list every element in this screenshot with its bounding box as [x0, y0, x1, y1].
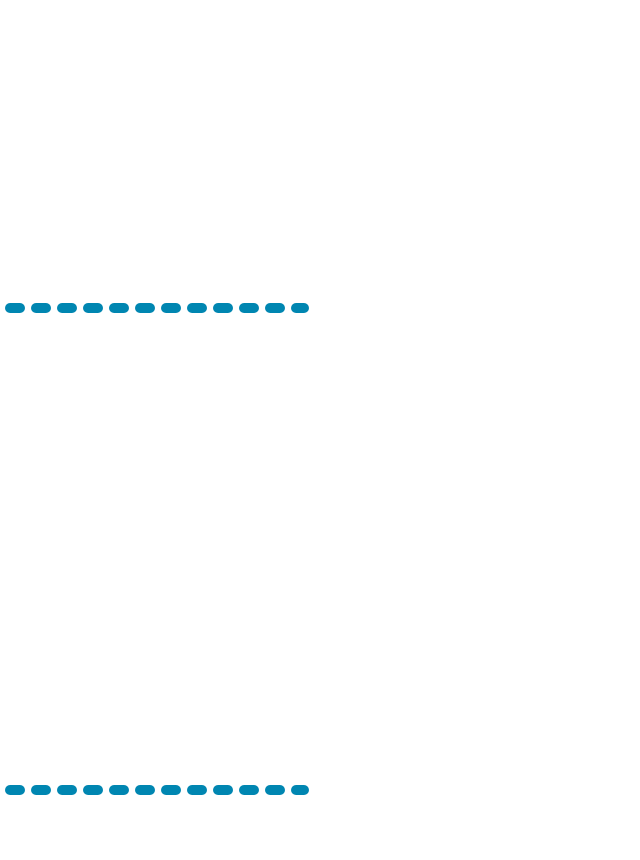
divider-dash — [135, 785, 155, 795]
divider-dash — [265, 785, 285, 795]
divider-dash — [83, 785, 103, 795]
divider-dash — [5, 303, 25, 313]
divider-dash — [109, 785, 129, 795]
dashed-divider-bottom — [5, 785, 310, 795]
divider-dash — [187, 303, 207, 313]
divider-dash — [5, 785, 25, 795]
divider-dash — [109, 303, 129, 313]
divider-dash — [135, 303, 155, 313]
divider-dash — [291, 785, 309, 795]
dashed-divider-top — [5, 303, 310, 313]
divider-dash — [239, 785, 259, 795]
divider-dash — [213, 303, 233, 313]
divider-dash — [265, 303, 285, 313]
divider-dash — [187, 785, 207, 795]
divider-dash — [31, 785, 51, 795]
divider-dash — [57, 785, 77, 795]
divider-dash — [31, 303, 51, 313]
divider-dash — [161, 785, 181, 795]
divider-dash — [83, 303, 103, 313]
divider-dash — [57, 303, 77, 313]
divider-dash — [161, 303, 181, 313]
divider-dash — [239, 303, 259, 313]
divider-dash — [291, 303, 309, 313]
divider-dash — [213, 785, 233, 795]
